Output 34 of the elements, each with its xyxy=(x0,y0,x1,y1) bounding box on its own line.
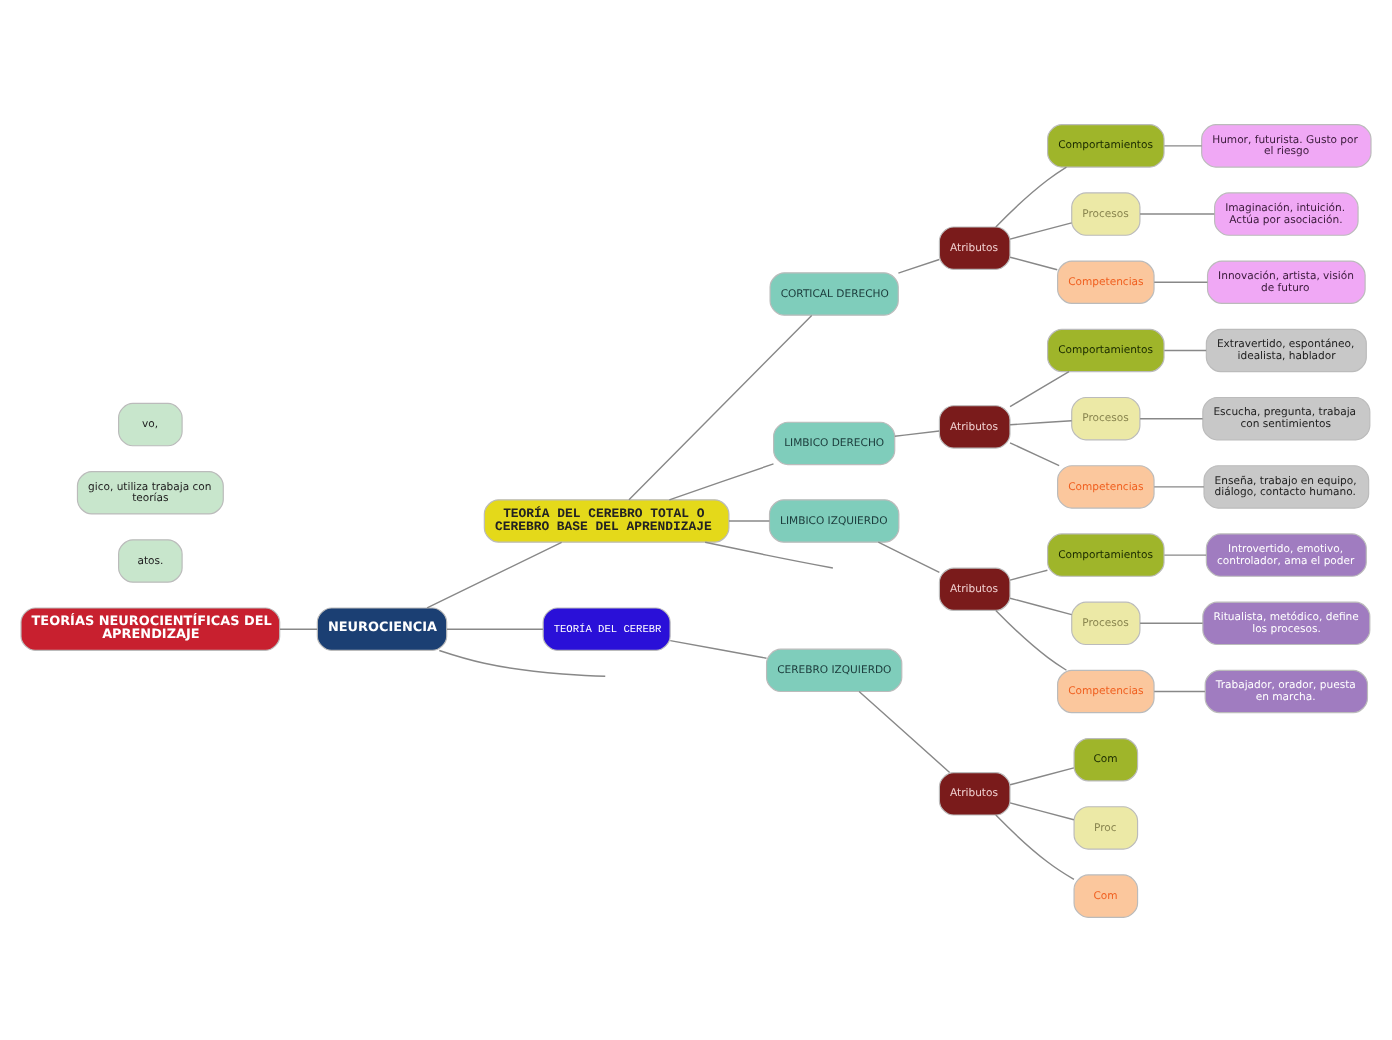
connector xyxy=(704,540,834,568)
connector xyxy=(728,519,771,521)
connector xyxy=(897,257,940,273)
connector xyxy=(894,429,940,436)
connector xyxy=(995,165,1068,227)
connector xyxy=(1009,766,1075,785)
connector xyxy=(995,813,1075,880)
connector xyxy=(1009,419,1073,425)
connector xyxy=(1139,212,1215,214)
connector xyxy=(1153,689,1206,692)
connector xyxy=(1153,485,1205,487)
connector xyxy=(1009,255,1058,270)
connector xyxy=(1163,553,1207,555)
connector xyxy=(668,462,775,500)
connector xyxy=(1009,568,1049,580)
connector xyxy=(1009,596,1073,615)
connector xyxy=(279,627,318,629)
connector xyxy=(858,689,951,773)
connector xyxy=(1163,348,1207,351)
connector xyxy=(995,608,1068,670)
connector xyxy=(438,648,606,676)
connector xyxy=(1009,441,1060,466)
connector xyxy=(669,638,768,658)
connector xyxy=(1009,369,1070,407)
connector xyxy=(1153,280,1209,282)
connector xyxy=(1009,801,1075,820)
connector xyxy=(426,540,563,608)
connector xyxy=(1009,221,1073,239)
connector xyxy=(628,313,813,500)
connector xyxy=(1139,417,1204,419)
connector xyxy=(1139,621,1204,623)
connector xyxy=(877,540,941,573)
connector xyxy=(1163,144,1203,146)
connector xyxy=(446,627,544,629)
